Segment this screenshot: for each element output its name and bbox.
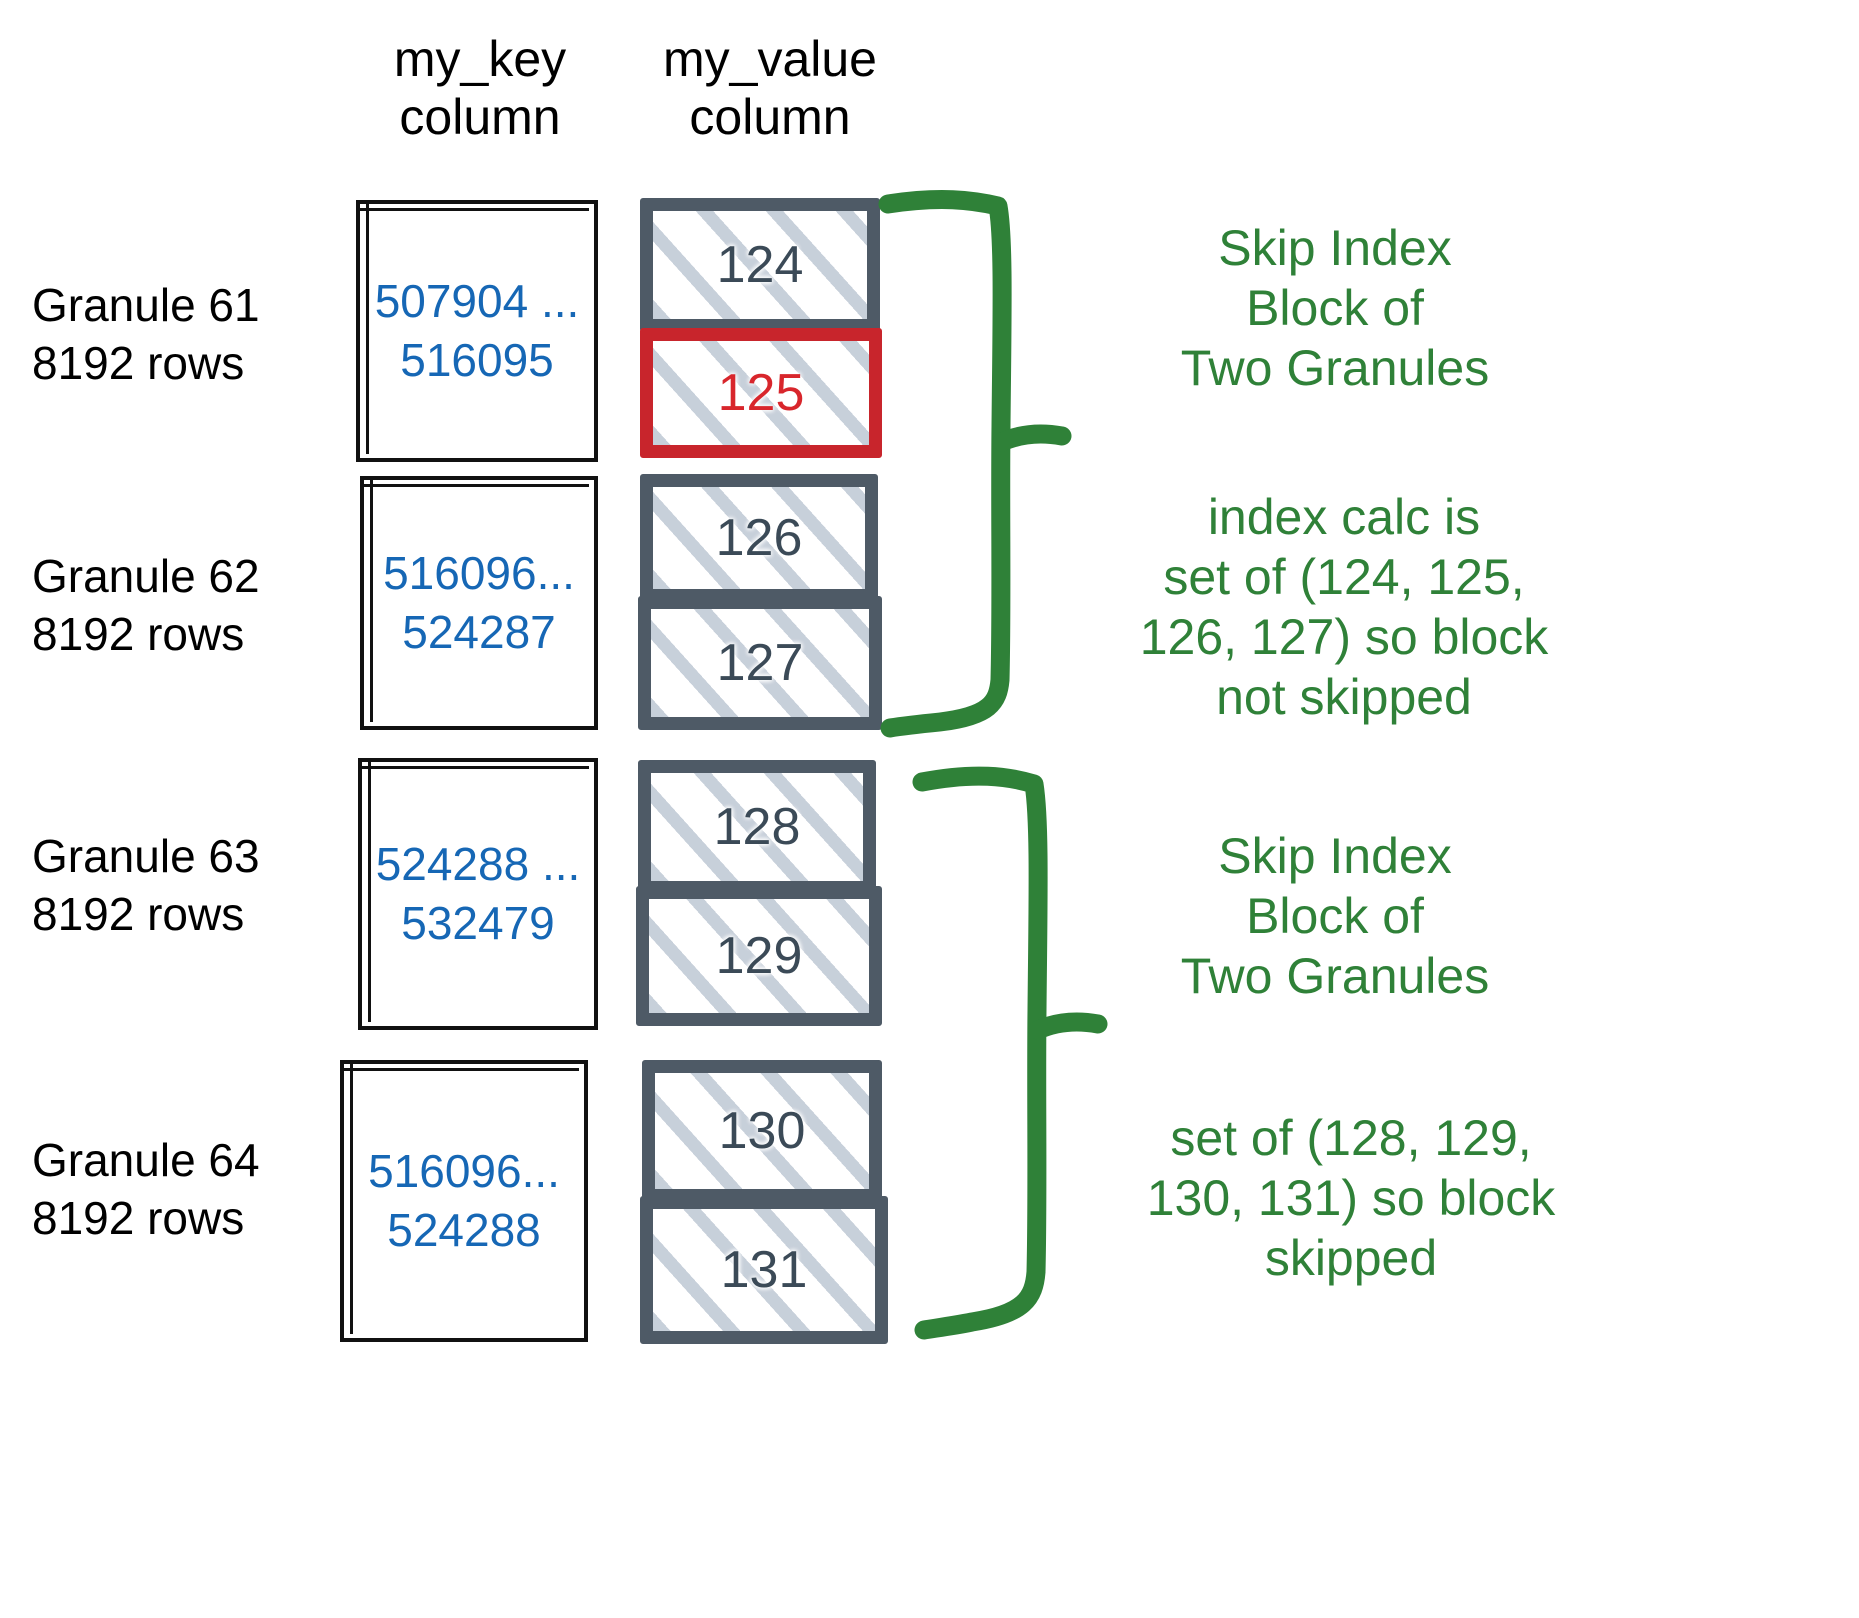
granule-label-64: Granule 64 8192 rows [32,1134,260,1244]
value-box-127: 127 [638,596,882,730]
granule-label-62: Granule 62 8192 rows [32,550,260,660]
sketch-stroke [366,201,369,454]
value-number: 128 [713,798,801,856]
key-box-granule-63: 524288 ... 532479 [358,758,598,1030]
value-number: 129 [715,927,803,985]
annotation-skip-index-block-1: Skip Index Block of Two Granules [1180,220,1490,396]
sketch-stroke [350,1061,353,1334]
granule-label-63: Granule 63 8192 rows [32,830,260,940]
key-range-63: 524288 ... 532479 [375,838,581,949]
value-box-126: 126 [640,474,878,602]
annotation-index-calc-block-1: index calc is set of (124, 125, 126, 127… [1139,489,1549,725]
annotation-index-calc-block-2: set of (128, 129, 130, 131) so block ski… [1146,1110,1556,1286]
key-box-granule-64: 516096... 524288 [340,1060,588,1342]
skip-index-brace-block-1 [878,190,1072,738]
sketch-stroke [368,759,371,1022]
value-number: 125 [717,364,805,422]
value-box-125-highlighted: 125 [640,328,882,458]
value-box-129: 129 [636,886,882,1026]
sketch-stroke [358,208,589,211]
sketch-stroke [360,766,589,769]
key-box-granule-62: 516096... 524287 [360,476,598,730]
value-cell-granule-64: 130 131 [634,1056,892,1348]
my-key-column-header: my_key column [393,31,567,145]
my-value-column-header: my_value column [663,31,877,145]
value-box-128: 128 [638,760,876,894]
key-range-62: 516096... 524287 [383,547,575,658]
sketch-stroke [370,477,373,722]
annotation-skip-index-block-2: Skip Index Block of Two Granules [1180,828,1490,1004]
value-box-130: 130 [642,1060,882,1202]
granule-label-61: Granule 61 8192 rows [32,279,260,389]
value-cell-granule-62: 126 127 [636,474,888,734]
value-number: 130 [718,1102,806,1160]
sketch-stroke [342,1068,579,1071]
key-box-granule-61: 507904 ... 516095 [356,200,598,462]
sketch-stroke [362,484,589,487]
value-number: 124 [716,236,804,294]
value-box-131: 131 [640,1196,888,1344]
value-box-124: 124 [640,198,880,332]
value-cell-granule-63: 128 129 [632,756,890,1032]
value-number: 126 [715,509,803,567]
value-number: 131 [720,1241,808,1299]
value-cell-granule-61: 124 125 [636,196,888,462]
key-range-64: 516096... 524288 [368,1145,560,1256]
value-number: 127 [716,634,804,692]
key-range-61: 507904 ... 516095 [374,275,580,386]
skip-index-brace-block-2 [912,766,1108,1340]
